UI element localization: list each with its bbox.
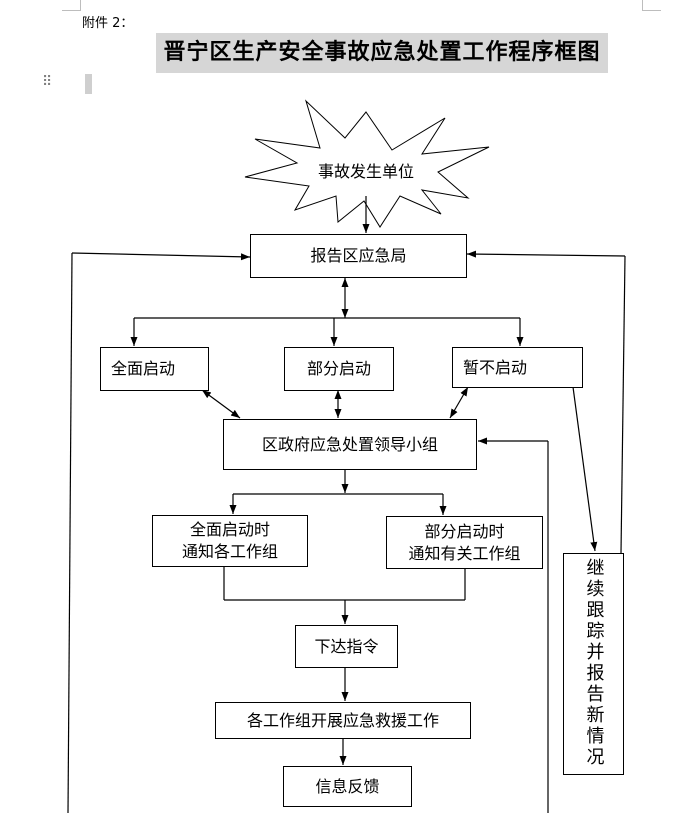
option-partial-label: 部分启动 [306, 359, 371, 378]
option-none-node: 暂不启动 [452, 347, 583, 388]
feedback-node: 信息反馈 [283, 766, 412, 807]
notify-full-line2: 通知各工作组 [181, 542, 278, 561]
option-full-node: 全面启动 [100, 347, 209, 391]
leading-group-label: 区政府应急处置领导小组 [261, 434, 438, 454]
option-full-label: 全面启动 [111, 359, 176, 378]
report-node: 报告区应急局 [250, 234, 467, 278]
notify-full-line1: 全面启动时 [189, 520, 270, 539]
notify-partial-line1: 部分启动时 [424, 521, 505, 541]
page-corner-mark-right [642, 0, 661, 11]
attachment-label: 附件 2： [82, 16, 134, 31]
document-title: 晋宁区生产安全事故应急处置工作程序框图 [156, 33, 608, 73]
follow-up-label: 继续跟踪并报告新情况 [583, 558, 605, 768]
notify-full-node: 全面启动时 通知各工作组 [152, 515, 308, 567]
leading-group-node: 区政府应急处置领导小组 [223, 419, 477, 470]
issue-order-label: 下达指令 [314, 636, 379, 656]
report-node-label: 报告区应急局 [310, 246, 407, 265]
starburst-shape [244, 99, 490, 228]
notify-partial-node: 部分启动时 通知有关工作组 [386, 516, 543, 569]
rescue-label: 各工作组开展应急救援工作 [246, 710, 439, 730]
follow-up-node: 继续跟踪并报告新情况 [563, 553, 624, 775]
option-none-label: 暂不启动 [463, 357, 528, 377]
rescue-node: 各工作组开展应急救援工作 [215, 702, 471, 739]
start-node-label: 事故发生单位 [317, 162, 414, 181]
drag-handle-icon[interactable]: ⠿ [42, 74, 52, 90]
notify-partial-line2: 通知有关工作组 [408, 543, 521, 563]
page-corner-mark-left [62, 0, 81, 11]
feedback-label: 信息反馈 [315, 776, 380, 796]
option-partial-node: 部分启动 [284, 347, 394, 391]
paragraph-marker [85, 74, 92, 94]
issue-order-node: 下达指令 [295, 625, 398, 668]
